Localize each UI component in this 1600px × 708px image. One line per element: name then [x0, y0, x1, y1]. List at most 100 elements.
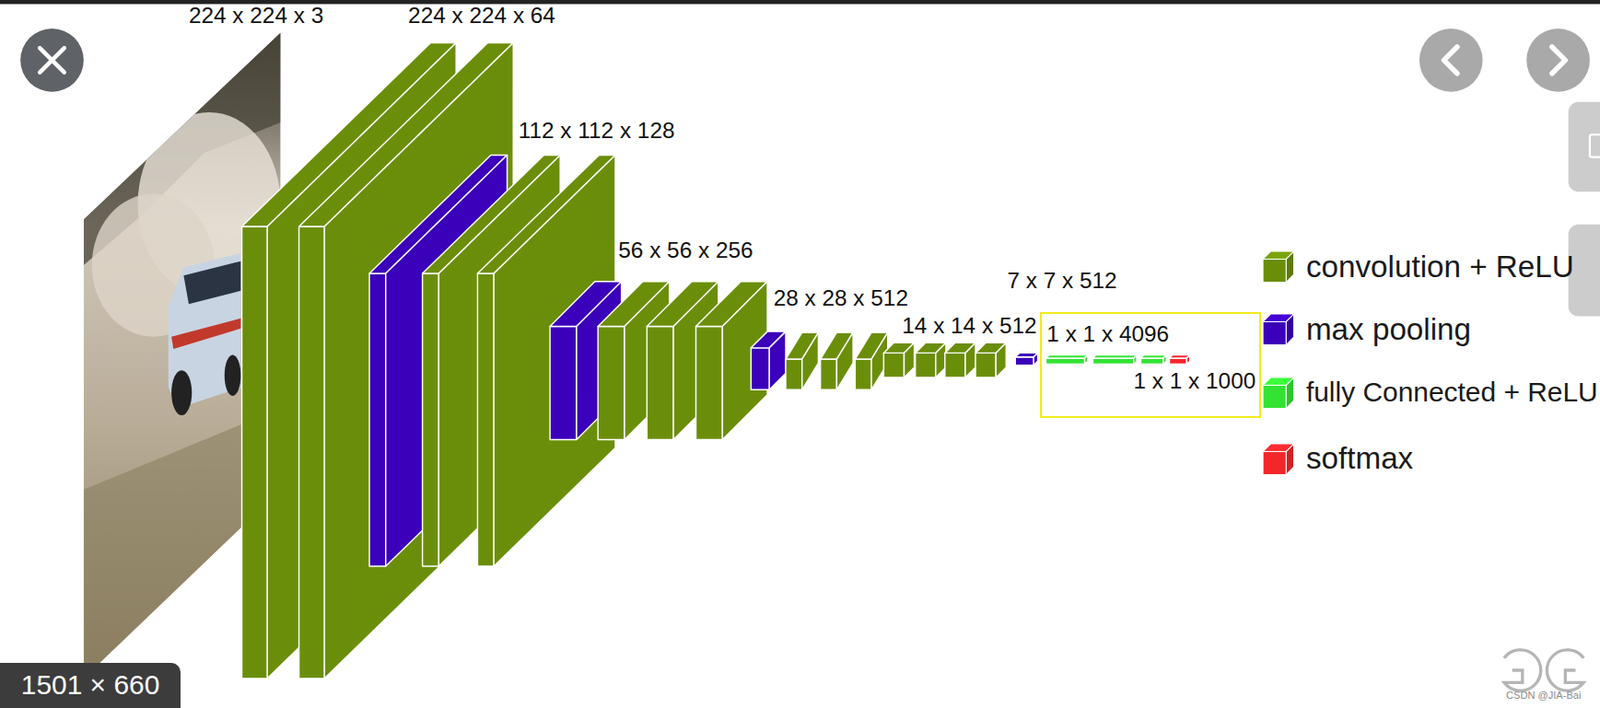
legend-swatch — [1261, 442, 1297, 478]
input-photo-part — [183, 261, 241, 305]
side-tab-part — [1589, 134, 1600, 157]
fc-block — [1092, 355, 1137, 365]
conv-block-part — [965, 342, 976, 378]
pool-block — [750, 331, 786, 390]
fc-block-part — [1163, 355, 1167, 365]
conv-block-part — [975, 352, 996, 378]
side-tab-part — [1568, 102, 1600, 193]
legend-item: fully Connected + ReLU — [1261, 372, 1598, 413]
conv-block-part — [854, 359, 872, 390]
input-photo-part — [171, 318, 241, 350]
conv-block — [299, 43, 514, 679]
conv-block-part — [696, 327, 724, 441]
fc-block — [1140, 355, 1167, 365]
swatch-front — [1262, 385, 1286, 409]
fc-block-part — [1092, 358, 1133, 365]
conv-block-part — [324, 43, 514, 679]
conv-block-part — [477, 273, 494, 567]
legend-label: softmax — [1306, 442, 1414, 477]
prev-button-part — [1444, 46, 1458, 74]
conv-block-part — [299, 226, 326, 679]
conv-block — [945, 342, 976, 378]
softmax-block — [1169, 355, 1191, 365]
legend-swatch — [1261, 249, 1297, 285]
next-button-part — [1552, 46, 1565, 74]
dimension-label: 28 x 28 x 512 — [773, 286, 909, 312]
conv-block — [975, 342, 1006, 378]
input-photo-part — [81, 30, 287, 684]
fc-block-part — [1140, 355, 1167, 359]
swatch-front — [1262, 321, 1286, 345]
softmax-block-part — [1169, 358, 1188, 365]
highlight-box: 1 x 1 x 4096 1 x 1 x 1000 — [1039, 312, 1262, 419]
close-button-part — [20, 28, 84, 93]
legend-item: softmax — [1261, 438, 1414, 479]
next-button — [1526, 28, 1590, 93]
fc-block-part — [1092, 355, 1137, 359]
conv-block-part — [242, 226, 269, 679]
softmax-block-part — [1186, 355, 1190, 365]
swatch-top — [1262, 314, 1294, 322]
pool-block-part — [549, 327, 577, 441]
watermark: CSDN @JIA-Bai — [1506, 689, 1581, 701]
conv-block — [785, 332, 818, 390]
pool-block-part — [1033, 352, 1038, 365]
legend-label: max pooling — [1306, 313, 1472, 348]
conv-block — [854, 332, 888, 390]
dimension-label: 1 x 1 x 4096 — [1046, 322, 1169, 348]
side-tab — [1568, 102, 1600, 317]
conv-block — [915, 342, 946, 378]
conv-block — [883, 342, 914, 378]
conv-block — [820, 332, 853, 390]
conv-block-part — [995, 342, 1006, 378]
dimension-label: 112 x 112 x 128 — [518, 118, 676, 144]
conv-block-part — [915, 352, 936, 378]
logo-mark-part — [1546, 650, 1584, 691]
dimension-label: 56 x 56 x 256 — [618, 238, 753, 264]
logo-mark-part — [1504, 650, 1542, 691]
input-photo — [81, 30, 287, 684]
conv-block-part — [646, 327, 674, 441]
fc-block-part — [1133, 355, 1137, 365]
legend-item: convolution + ReLU — [1261, 246, 1575, 288]
conv-block-part — [820, 359, 838, 390]
close-button — [20, 28, 84, 93]
dimension-label: 224 x 224 x 64 — [408, 3, 556, 29]
prev-button-part — [1419, 28, 1484, 93]
prev-button — [1419, 28, 1484, 93]
conv-block-part — [836, 332, 853, 390]
dimension-label: 14 x 14 x 512 — [901, 314, 1037, 339]
legend-label: fully Connected + ReLU — [1306, 377, 1599, 409]
pool-block — [1015, 352, 1038, 365]
input-photo-part — [171, 370, 192, 416]
size-badge: 1501 × 660 — [0, 663, 181, 708]
conv-block-part — [785, 359, 803, 390]
fc-block-part — [1045, 355, 1087, 359]
conv-block-part — [597, 327, 625, 441]
swatch-front — [1262, 259, 1286, 283]
fc-block-part — [1140, 358, 1163, 365]
pool-block-part — [750, 348, 770, 390]
fc-block-part — [1085, 355, 1088, 365]
dimension-label: 7 x 7 x 512 — [1006, 268, 1117, 294]
conv-block-part — [802, 332, 819, 390]
close-button-part — [39, 47, 65, 73]
conv-block-part — [422, 273, 440, 567]
swatch-top — [1262, 443, 1294, 452]
pool-block-part — [769, 331, 786, 390]
swatch-top — [1262, 377, 1294, 386]
fc-block-part — [1045, 358, 1085, 365]
dimension-label: 1 x 1 x 1000 — [1133, 369, 1257, 395]
legend-swatch — [1261, 375, 1297, 411]
input-photo-part — [224, 355, 242, 397]
pool-block-part — [369, 273, 386, 567]
swatch-top — [1262, 251, 1294, 259]
legend-label: convolution + ReLU — [1306, 250, 1575, 285]
legend-item: max pooling — [1261, 309, 1472, 351]
fc-block — [1045, 355, 1087, 365]
conv-block-part — [883, 352, 904, 378]
conv-block-part — [903, 342, 914, 378]
dimension-label: 224 x 224 x 3 — [188, 3, 324, 29]
